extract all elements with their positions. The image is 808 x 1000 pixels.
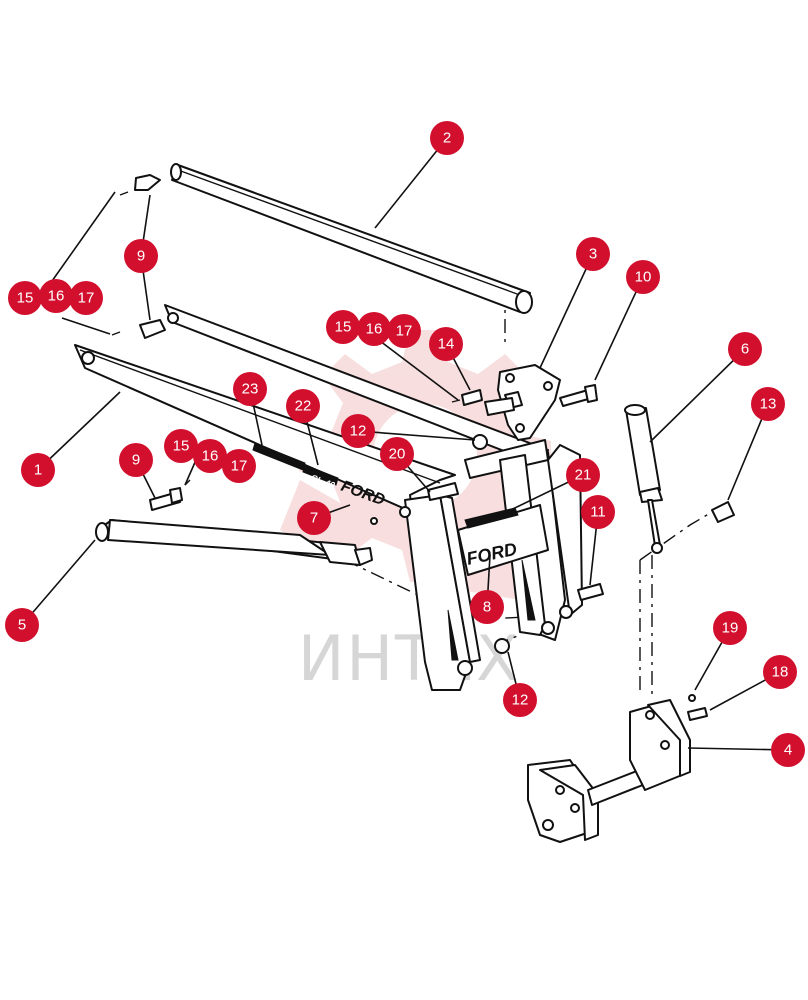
callout-12a: 12 [341,414,375,448]
callout-18: 18 [763,655,797,689]
mast-center-part: FORD [457,439,555,636]
svg-text:9: 9 [137,248,145,265]
callout-19: 19 [713,611,747,645]
svg-text:12: 12 [350,423,367,440]
svg-text:16: 16 [202,448,219,465]
svg-text:4: 4 [784,742,792,759]
svg-text:9: 9 [132,452,140,469]
svg-text:16: 16 [366,321,383,338]
svg-text:22: 22 [295,398,312,415]
callout-21: 21 [566,458,600,492]
callout-5: 5 [5,608,39,642]
svg-text:15: 15 [335,319,352,336]
callout-9b: 9 [119,443,153,477]
callout-7: 7 [297,501,331,535]
lift-cylinder-part [624,404,663,554]
callout-22: 22 [286,389,320,423]
callout-8: 8 [470,590,504,624]
svg-text:3: 3 [589,246,597,263]
callout-23: 23 [233,372,267,406]
callout-2: 2 [430,121,464,155]
svg-text:8: 8 [483,599,491,616]
mounting-bracket-part [527,699,691,843]
svg-text:15: 15 [173,438,190,455]
callout-15a: 15 [8,281,42,315]
bucket-cylinder-part [95,519,373,566]
svg-text:5: 5 [18,617,26,634]
callout-6: 6 [728,332,762,366]
svg-text:19: 19 [722,620,739,637]
svg-text:14: 14 [438,336,455,353]
svg-text:11: 11 [590,504,606,521]
callout-15c: 15 [164,429,198,463]
callout-16a: 16 [39,279,73,313]
svg-text:23: 23 [242,381,259,398]
svg-text:20: 20 [389,446,406,463]
svg-text:21: 21 [575,467,592,484]
svg-text:18: 18 [772,664,789,681]
callout-1: 1 [21,453,55,487]
svg-text:12: 12 [512,692,529,709]
callouts: 1 2 3 4 5 6 7 8 9 9 10 11 12 12 13 14 15… [5,121,805,767]
callout-12b: 12 [503,683,537,717]
callout-13: 13 [751,387,785,421]
svg-text:17: 17 [396,323,413,340]
svg-text:17: 17 [231,458,248,475]
callout-14: 14 [429,327,463,361]
callout-17a: 17 [69,281,103,315]
svg-text:13: 13 [760,396,777,413]
svg-text:10: 10 [635,269,652,286]
svg-text:16: 16 [48,288,65,305]
pivot-bracket-part [497,364,561,441]
svg-text:1: 1 [34,462,42,479]
callout-20: 20 [380,437,414,471]
callout-17c: 17 [222,449,256,483]
callout-17b: 17 [387,314,421,348]
callout-3: 3 [576,237,610,271]
callout-16b: 16 [357,312,391,346]
callout-4: 4 [771,733,805,767]
callout-15b: 15 [326,310,360,344]
cross-tube-part [170,163,533,314]
svg-text:7: 7 [310,510,318,527]
svg-text:2: 2 [443,130,451,147]
callout-16c: 16 [193,439,227,473]
callout-9a: 9 [124,239,158,273]
svg-text:6: 6 [741,341,749,358]
svg-text:17: 17 [78,290,95,307]
svg-text:15: 15 [17,290,34,307]
callout-10: 10 [626,260,660,294]
callout-11: 11 [581,495,615,529]
watermark-text: ИНТЕХ [298,622,521,695]
